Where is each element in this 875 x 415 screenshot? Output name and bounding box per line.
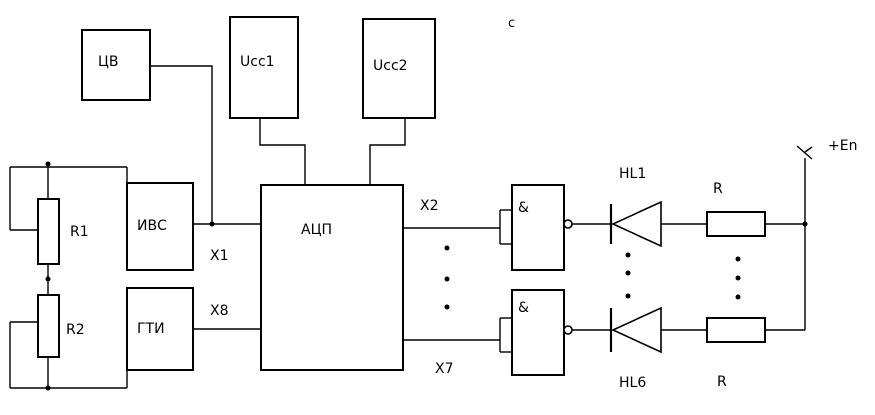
and-gate-bottom-label: & [518, 300, 529, 316]
and-gate-top-box [511, 184, 565, 271]
label-hl6: HL6 [619, 375, 646, 391]
diode-hl6-symbol [611, 306, 662, 354]
ellipsis-dot [444, 245, 450, 251]
junction-dot [45, 276, 51, 282]
adc-output-wiring: X2 X7 [403, 198, 500, 377]
ellipsis-dot [625, 252, 631, 258]
label-hl1: HL1 [619, 166, 646, 182]
block-ucc1-box [229, 16, 299, 119]
label-r1: R1 [70, 224, 89, 240]
block-ivs-label: ИВС [137, 218, 167, 234]
and-gate-bottom: & [499, 289, 573, 376]
junction-dot [45, 385, 51, 391]
block-gti: ГТИ [126, 287, 194, 371]
block-ivs-box [126, 182, 194, 271]
block-ivs: ИВС [126, 182, 194, 271]
ellipsis-dot [444, 276, 450, 282]
node-x8: X8 [210, 303, 229, 319]
block-ucc2-box [362, 18, 436, 119]
label-r-top: R [713, 181, 723, 197]
block-adc-box [260, 184, 404, 371]
diode-hl1-symbol [611, 200, 662, 248]
node-x7: X7 [435, 361, 454, 377]
resistor-r2 [37, 294, 60, 358]
top-wiring [150, 65, 406, 227]
ellipsis-dot [735, 256, 741, 262]
node-x2: X2 [420, 198, 439, 214]
junction-dot [45, 161, 51, 167]
ellipsis-dot [625, 293, 631, 299]
ellipsis-dot [625, 270, 631, 276]
stray-mark: c [508, 16, 515, 31]
block-cv-label: ЦВ [98, 54, 118, 70]
node-x1: X1 [210, 248, 229, 264]
resistor-r1 [37, 198, 60, 265]
divider-network: R1 R2 [9, 161, 128, 391]
block-gti-box [126, 287, 194, 371]
inversion-bubble [563, 325, 573, 335]
label-r-bottom: R [717, 374, 727, 390]
junction-dot [802, 221, 808, 227]
block-ucc1: Ucc1 [229, 16, 299, 119]
ellipsis-dot [444, 304, 450, 310]
block-cv: ЦВ [81, 29, 151, 101]
label-r2: R2 [66, 322, 85, 338]
ellipsis-dot [735, 275, 741, 281]
led-hl1: HL1 [572, 166, 707, 248]
resistor-bottom-box [706, 317, 766, 343]
label-supply: +En [828, 138, 857, 154]
block-ucc2: Ucc2 [362, 18, 436, 119]
resistor-bottom: R [706, 317, 805, 390]
resistor-top-box [706, 211, 766, 237]
block-cv-box [81, 29, 151, 101]
adc-input-wiring: X1 X8 [193, 223, 261, 330]
block-ucc1-label: Ucc1 [240, 54, 275, 70]
resistor-top: R [706, 181, 805, 237]
inversion-bubble [563, 219, 573, 229]
block-adc-label: АЦП [301, 222, 332, 238]
and-gate-top-label: & [518, 200, 529, 216]
ellipsis-dot [735, 294, 741, 300]
block-gti-label: ГТИ [137, 321, 165, 337]
block-adc: АЦП [260, 184, 404, 371]
block-ucc2-label: Ucc2 [373, 58, 408, 74]
led-hl6: HL6 [572, 306, 707, 391]
supply-rail: +En [796, 138, 857, 330]
and-gate-top: & [499, 184, 573, 271]
